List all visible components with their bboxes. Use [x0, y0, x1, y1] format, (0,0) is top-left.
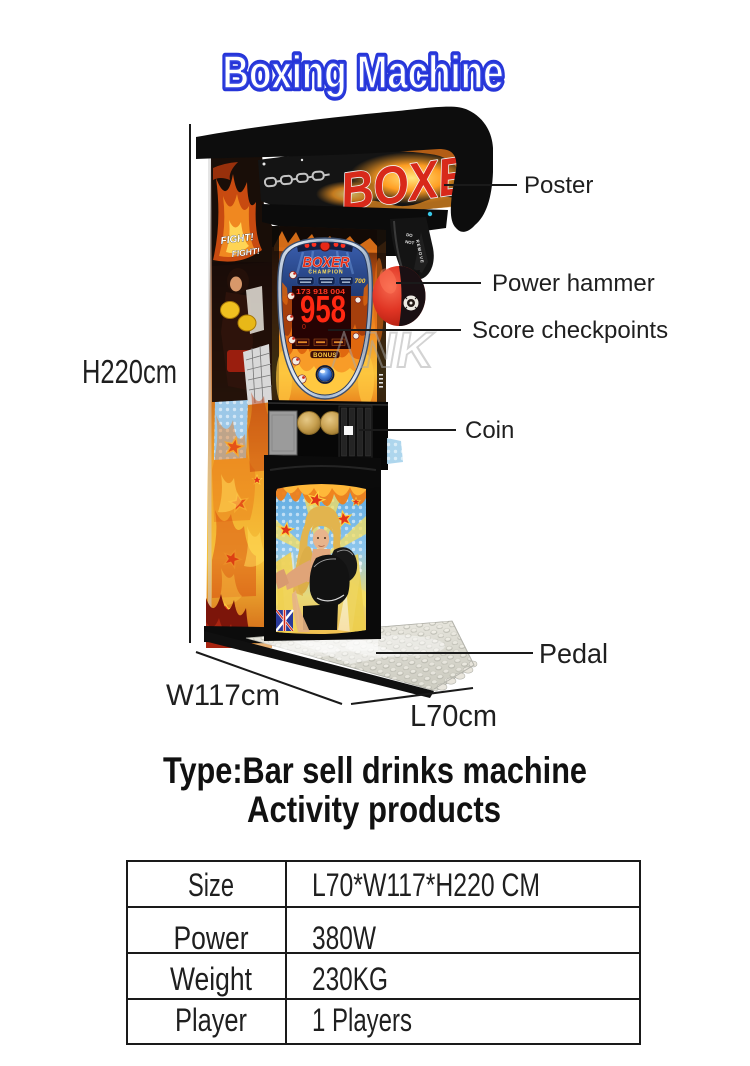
svg-text:173 918 004: 173 918 004 — [296, 287, 346, 296]
svg-text:0: 0 — [302, 324, 306, 331]
svg-text:230KG: 230KG — [312, 961, 388, 997]
svg-text:Coin: Coin — [465, 417, 514, 444]
svg-text:H220cm: H220cm — [82, 353, 177, 390]
svg-text:Size: Size — [188, 867, 234, 903]
svg-text:FIGHT!: FIGHT! — [220, 232, 255, 247]
svg-text:L70*W117*H220 CM: L70*W117*H220 CM — [312, 867, 540, 903]
svg-text:1 Players: 1 Players — [312, 1002, 412, 1038]
svg-text:L70cm: L70cm — [410, 698, 497, 733]
svg-text:BOXER: BOXER — [303, 255, 350, 271]
svg-text:Poster: Poster — [524, 172, 593, 199]
svg-text:NOT: NOT — [405, 239, 415, 246]
svg-text:Activity products: Activity products — [247, 789, 501, 830]
svg-text:958: 958 — [300, 289, 346, 331]
svg-text:Power: Power — [174, 920, 249, 956]
svg-text:700: 700 — [355, 278, 366, 285]
svg-text:380W: 380W — [312, 920, 377, 956]
svg-text:Score checkpoints: Score checkpoints — [472, 317, 668, 344]
svg-text:Player: Player — [175, 1002, 247, 1038]
svg-text:CHAMPION: CHAMPION — [308, 270, 343, 276]
svg-text:W117cm: W117cm — [166, 679, 280, 712]
svg-text:Boxing Machine: Boxing Machine — [223, 46, 504, 98]
svg-text:FIGHT!: FIGHT! — [231, 246, 261, 259]
svg-text:Pedal: Pedal — [539, 638, 608, 669]
svg-text:BONUS: BONUS — [313, 353, 337, 359]
svg-text:DO: DO — [406, 232, 414, 238]
svg-text:Weight: Weight — [170, 961, 252, 997]
svg-text:REMOVE: REMOVE — [415, 239, 425, 264]
svg-text:Power hammer: Power hammer — [492, 270, 655, 297]
svg-text:Boxing Machine: Boxing Machine — [223, 46, 504, 98]
svg-text:Type:Bar sell drinks machine: Type:Bar sell drinks machine — [163, 750, 587, 791]
